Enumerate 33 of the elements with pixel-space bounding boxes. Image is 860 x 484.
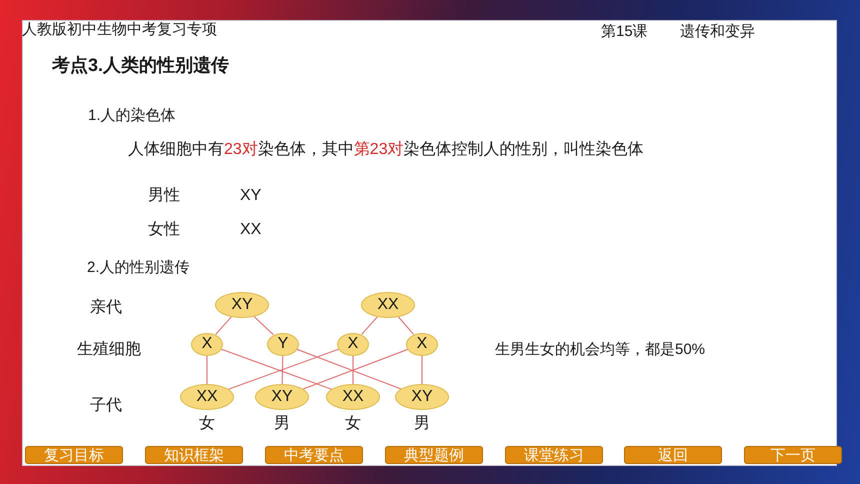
- note-text: 生男生女的机会均等，都是50%: [495, 341, 706, 359]
- generation-label: 子代: [90, 396, 122, 416]
- connector-line: [215, 316, 232, 335]
- generation-label: 生殖细胞: [77, 340, 141, 360]
- chromosome-label: XY: [240, 186, 262, 206]
- section-heading: 1.人的染色体: [88, 107, 176, 125]
- chromosome-label: XX: [240, 220, 262, 240]
- generation-label: 亲代: [90, 298, 122, 318]
- lesson-title: 遗传和变异: [680, 23, 755, 41]
- sex-label: 男: [413, 414, 431, 434]
- sex-label: 男: [273, 414, 291, 434]
- connector-line: [398, 316, 414, 335]
- nav-button: 典型题例: [385, 446, 483, 464]
- nav-button: 知识框架: [145, 446, 243, 464]
- nav-button: 中考要点: [265, 446, 363, 464]
- lesson-number: 第15课: [601, 23, 648, 41]
- connector-line: [282, 355, 284, 384]
- connector-line: [361, 316, 378, 335]
- slide-title: 考点3.人类的性别遗传: [52, 55, 230, 77]
- body-text: 人体细胞中有23对染色体，其中第23对染色体控制人的性别，叫性染色体: [128, 140, 644, 160]
- nav-button: 课堂练习: [505, 446, 603, 464]
- sex-label: 女: [344, 414, 362, 434]
- connector-line: [352, 355, 354, 384]
- nav-button: 返回: [624, 446, 722, 464]
- nav-button: 下一页: [744, 446, 842, 464]
- series-heading: 人教版初中生物中考复习专项: [22, 21, 217, 39]
- sex-label: 女性: [148, 220, 180, 240]
- sex-label: 女: [198, 414, 216, 434]
- connector-line: [254, 316, 274, 336]
- nav-button: 复习目标: [25, 446, 123, 464]
- sex-label: 男性: [148, 186, 180, 206]
- connector-line: [206, 355, 208, 384]
- section-heading: 2.人的性别遗传: [87, 259, 190, 277]
